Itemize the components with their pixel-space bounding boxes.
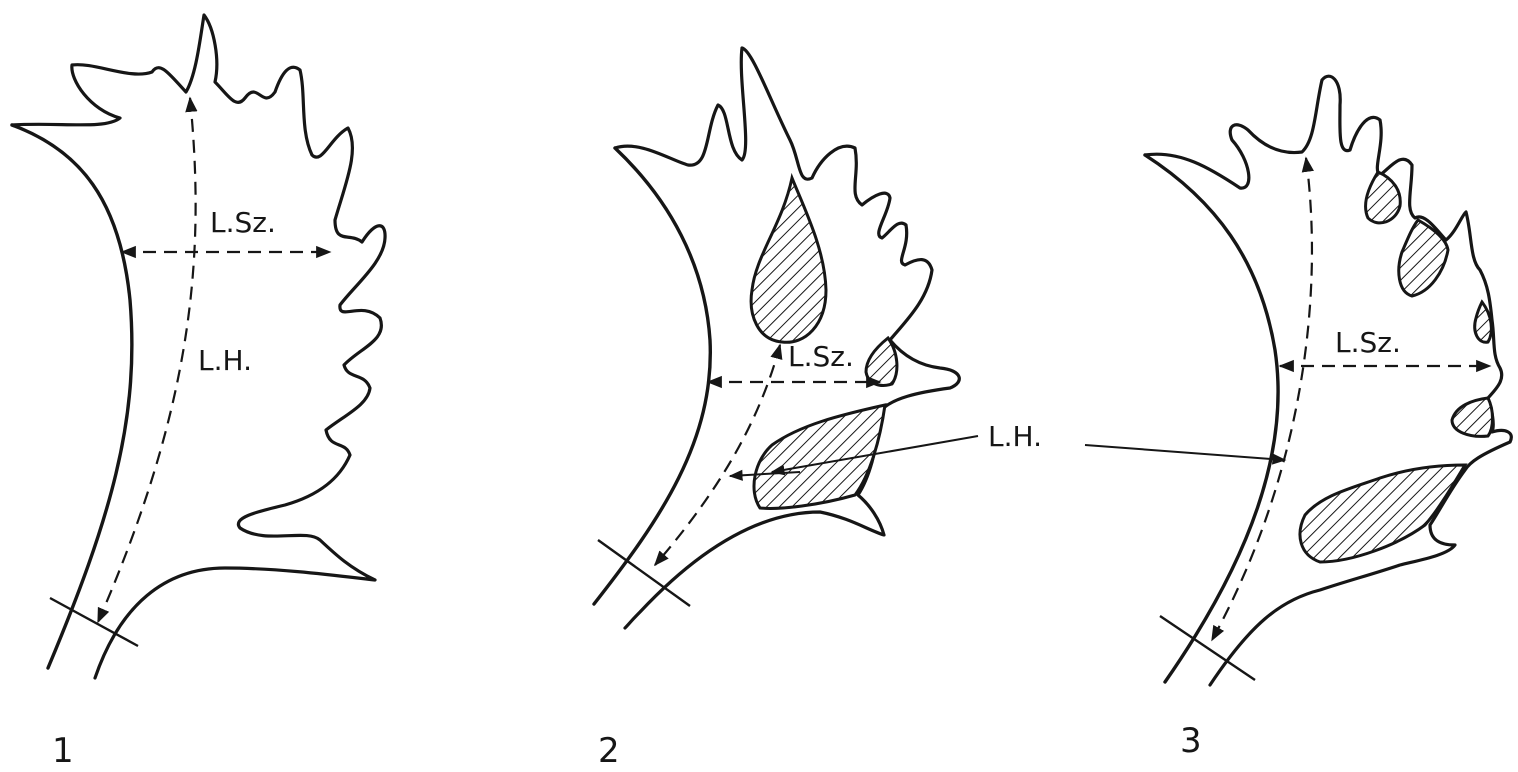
leaf-figure-3: L.Sz. 3	[1145, 76, 1511, 761]
shared-leader-right	[1085, 445, 1285, 460]
leaf-1-base-cut-line	[50, 598, 138, 646]
leaf-3-outline	[1145, 76, 1511, 685]
leaf-3-width-label: L.Sz.	[1335, 326, 1401, 359]
leaf-2-length-measure	[655, 345, 780, 565]
leaf-3-number: 3	[1180, 721, 1202, 761]
leaf-2-base-cut-line	[598, 540, 690, 606]
leaf-1-length-label: L.H.	[198, 344, 252, 377]
leaf-3-rachis	[1145, 155, 1278, 682]
leaf-1-length-measure	[98, 98, 196, 622]
leaf-figure-2: L.Sz. 2	[594, 48, 959, 771]
shared-length-label: L.H.	[988, 420, 1042, 453]
leaf-1-rachis	[12, 125, 132, 668]
leaf-1-number: 1	[52, 731, 74, 771]
leaf-2-hatched-lobe-upper	[751, 178, 826, 342]
leaf-3-hatched-lobe-1	[1366, 172, 1401, 223]
leaf-2-rachis	[594, 148, 710, 604]
leaf-3-hatched-lobe-2	[1399, 220, 1448, 296]
leaf-figure-1: L.Sz. L.H. 1	[12, 15, 385, 771]
leaf-2-width-label: L.Sz.	[788, 340, 854, 373]
leaf-3-hatched-lobe-4	[1452, 398, 1493, 436]
leaf-2-hatched-lobe-lower	[754, 405, 885, 508]
leaf-3-hatched-lobe-3	[1475, 302, 1492, 342]
leaf-1-width-label: L.Sz.	[210, 206, 276, 239]
leaf-3-hatched-lobe-5	[1300, 465, 1465, 562]
leaf-2-hatched-lobe-small	[866, 338, 897, 386]
leaf-2-number: 2	[598, 731, 620, 771]
